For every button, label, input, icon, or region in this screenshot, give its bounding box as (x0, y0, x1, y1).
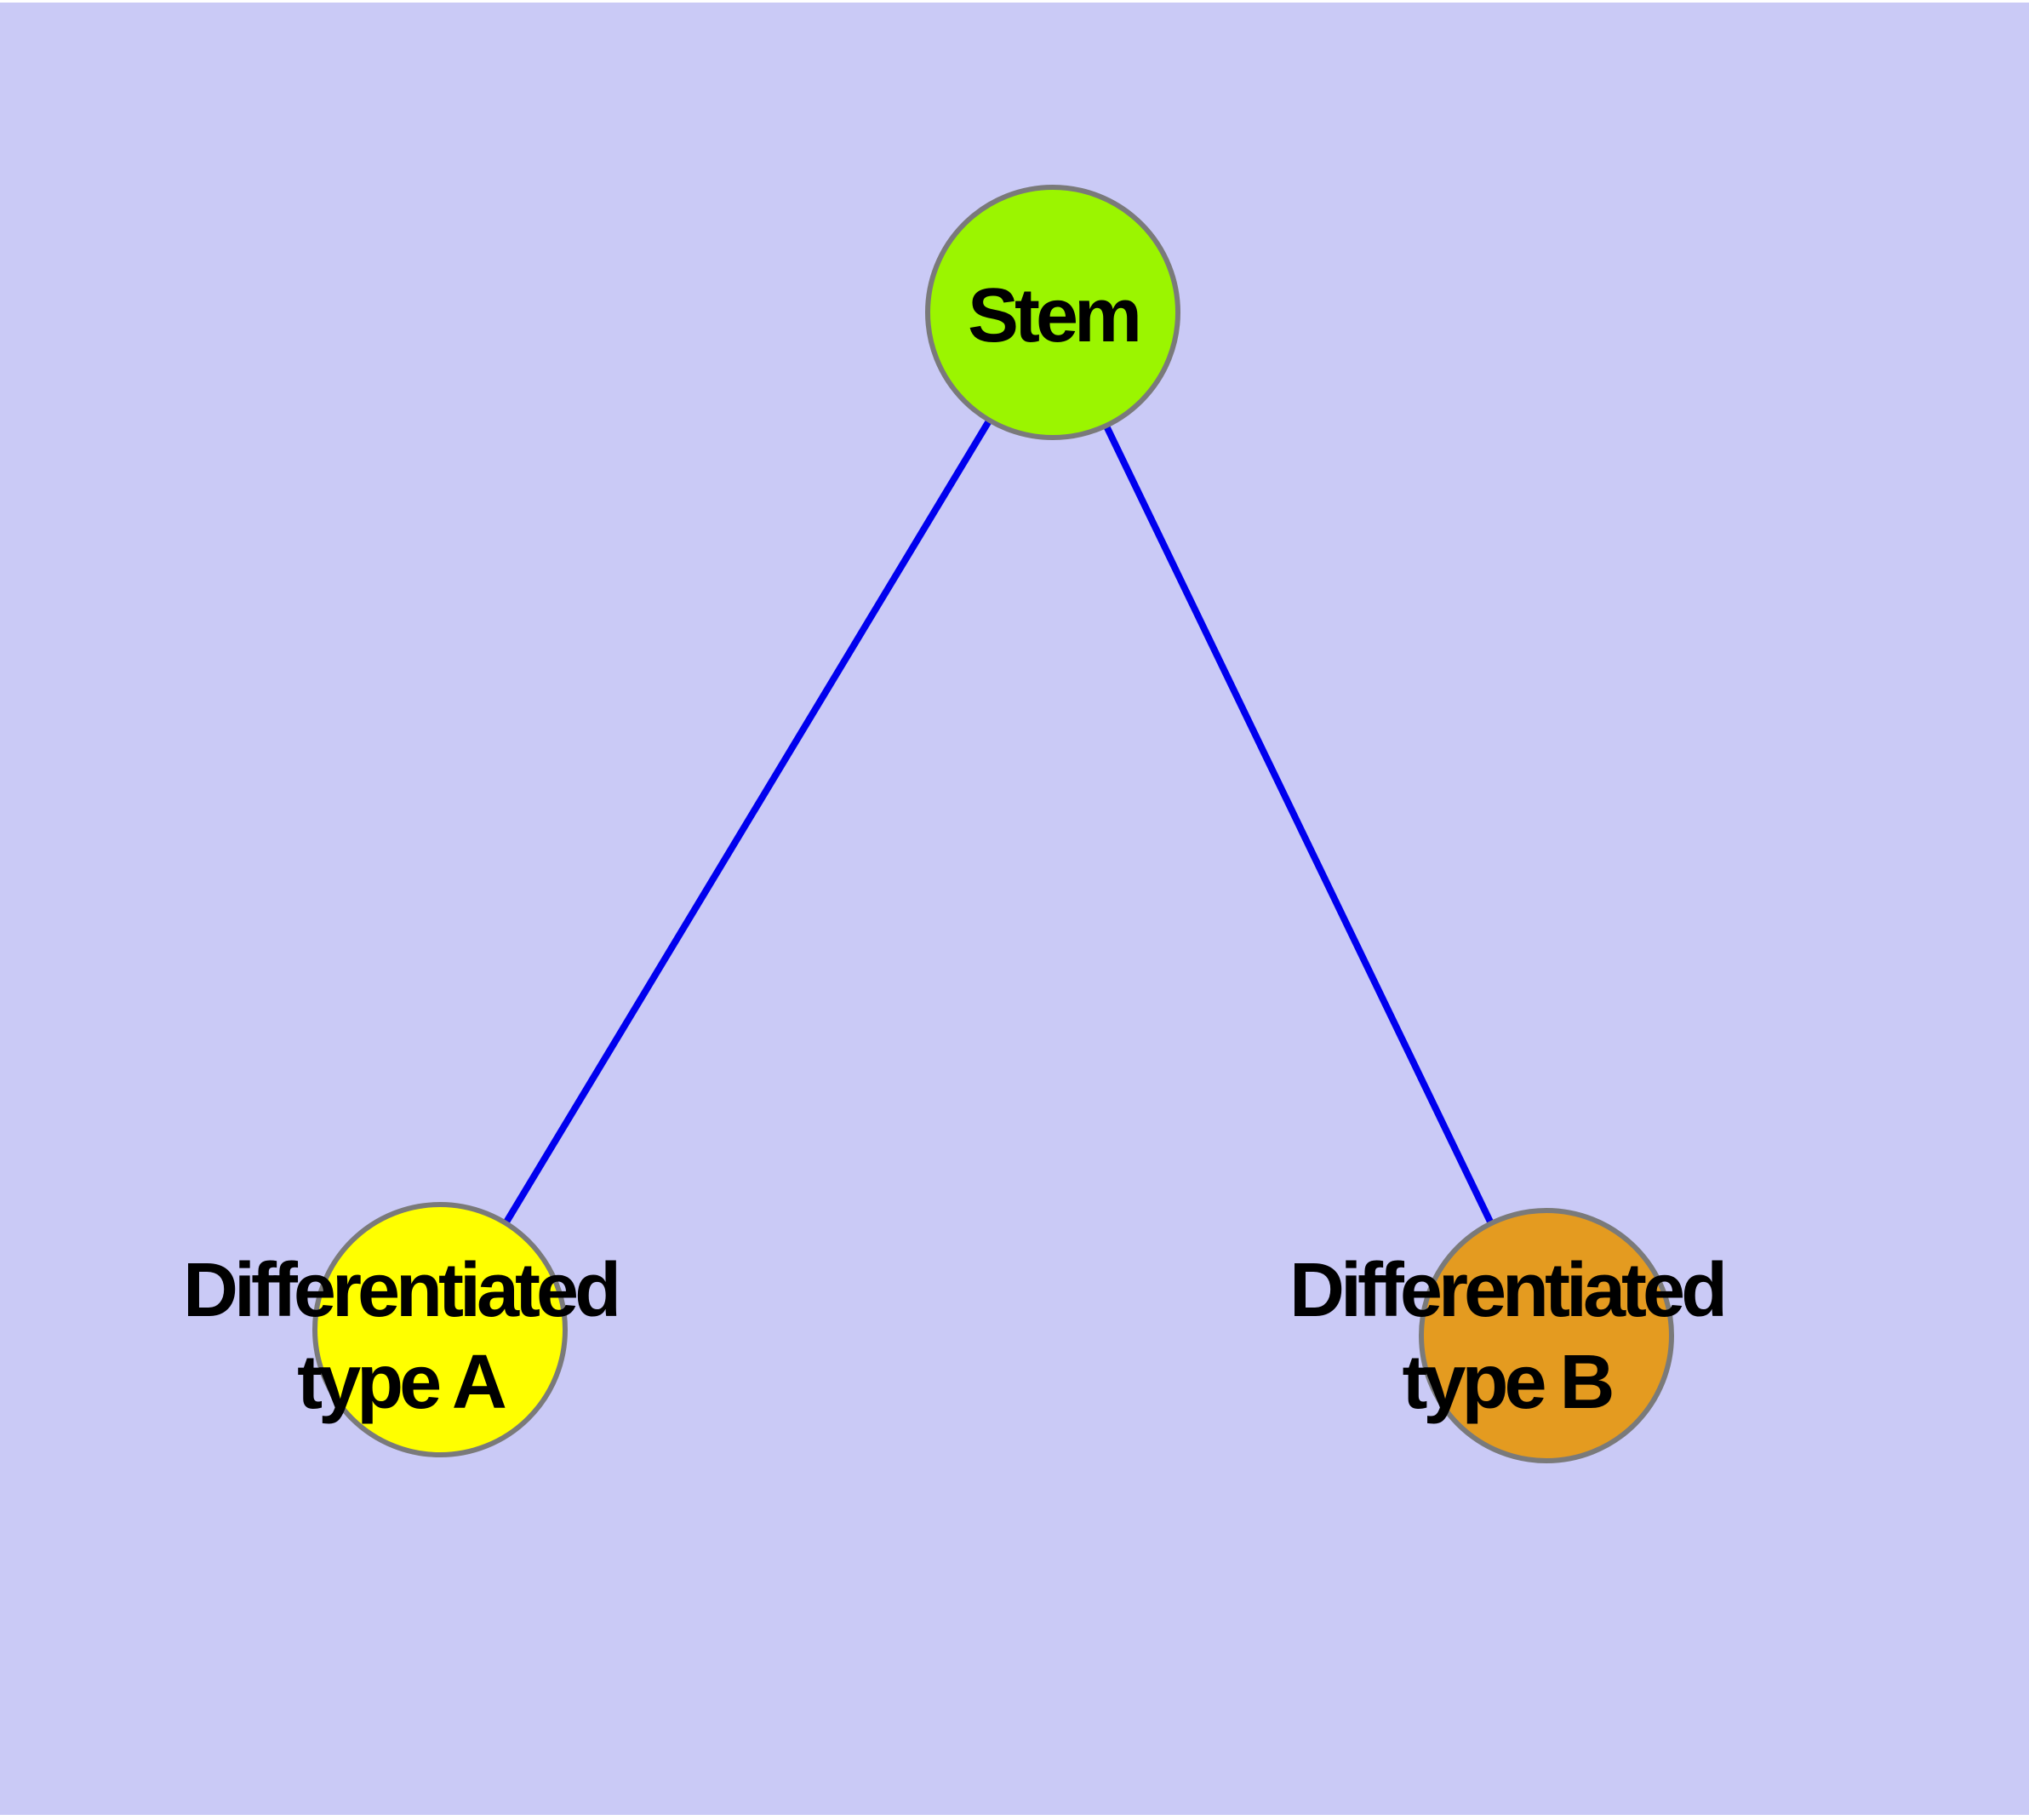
node-stem (925, 185, 1180, 440)
node-differentiated-type-a-label: Differentiated type A (182, 1248, 621, 1425)
node-differentiated-type-b (1419, 1208, 1674, 1463)
node-stem-label: Stem (967, 273, 1142, 358)
node-differentiated-type-a (312, 1202, 568, 1457)
node-differentiated-type-b-label: Differentiated type B (1289, 1248, 1728, 1425)
edge-stem-to-type-a (437, 312, 1056, 1335)
edge-stem-to-type-b (1049, 313, 1550, 1340)
